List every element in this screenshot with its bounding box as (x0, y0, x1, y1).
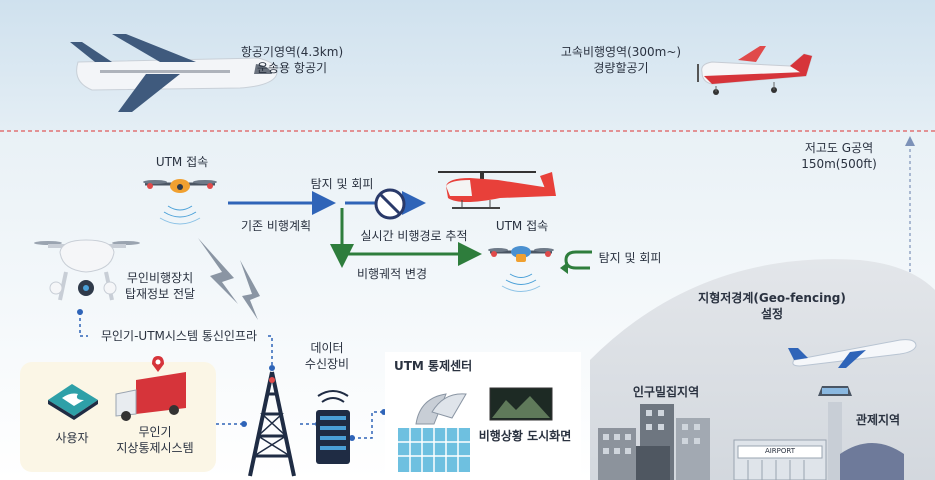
data-receiver-line2: 수신장비 (304, 357, 350, 371)
geofence-label: 지형저경계(Geo-fencing) 설정 (690, 290, 854, 322)
g-zone-line2: 150m(500ft) (801, 157, 877, 171)
drone-info-label: 무인비행장치 탑재정보 전달 (118, 270, 202, 302)
prohibit-icon (374, 188, 406, 220)
urban-buildings-icon (598, 404, 710, 480)
g-zone-line1: 저고도 G공역 (804, 141, 874, 155)
upper-airspace-line2: 운송용 항공기 (256, 61, 328, 75)
comm-infra-label: 무인기-UTM시스템 통신인프라 (100, 329, 258, 343)
gcs-label: 무인기 지상통제시스템 (104, 424, 206, 456)
data-receiver-server-icon (316, 390, 350, 464)
helicopter-icon (438, 171, 556, 209)
control-tower-icon (818, 386, 904, 480)
gcs-line1: 무인기 (138, 425, 172, 439)
comm-link-line (268, 335, 273, 368)
urban-area-label: 인구밀집지역 (632, 385, 700, 399)
gcs-line2: 지상통제시스템 (116, 441, 194, 455)
comm-tower-icon (248, 371, 296, 477)
wireless-bolt-icon (240, 260, 260, 320)
drone-info-line2: 탑재정보 전달 (124, 287, 196, 301)
data-receiver-label: 데이터 수신장비 (298, 340, 356, 372)
camera-drone-icon (34, 239, 140, 301)
comm-link-line (352, 411, 384, 439)
g-zone-label: 저고도 G공역 150m(500ft) (788, 140, 890, 172)
drone-icon (488, 246, 554, 292)
departing-airliner-icon (788, 339, 917, 368)
trajectory-change-label: 비행궤적 변경 (356, 267, 428, 281)
upper-airspace-label: 항공기영역(4.3km) 운송용 항공기 (228, 44, 356, 76)
data-receiver-line1: 데이터 (310, 341, 344, 355)
utm-access-label-right: UTM 접속 (495, 219, 549, 233)
airliner-icon (70, 34, 278, 112)
u-turn-arrow-icon (560, 250, 592, 274)
upper-airspace-line1: 항공기영역(4.3km) (240, 45, 344, 59)
utm-access-label-left: UTM 접속 (155, 155, 209, 169)
airport-sign: AIRPORT (764, 447, 796, 455)
high-speed-zone-line1: 고속비행영역(300m~) (560, 45, 682, 59)
light-aircraft-icon (697, 46, 813, 95)
high-speed-zone-line2: 경량할공기 (593, 61, 649, 75)
detect-avoid-label-top: 탐지 및 회피 (310, 177, 374, 191)
wireless-bolt-icon (198, 238, 238, 304)
geofence-line1: 지형저경계(Geo-fencing) (698, 291, 846, 305)
high-speed-zone-label: 고속비행영역(300m~) 경량할공기 (548, 44, 694, 76)
airport-terminal-icon (733, 439, 827, 480)
detect-avoid-label-right: 탐지 및 회피 (598, 251, 662, 265)
geofence-line2: 설정 (760, 307, 784, 321)
drone-icon (143, 179, 217, 225)
existing-plan-label: 기존 비행계획 (240, 219, 312, 233)
control-zone-label: 관제지역 (855, 413, 901, 427)
situation-screen-label: 비행상황 도시화면 (478, 429, 572, 443)
comm-link-line (79, 312, 88, 337)
drone-info-line1: 무인비행장치 (126, 271, 194, 285)
user-label: 사용자 (55, 431, 89, 445)
utm-center-title: UTM 통제센터 (394, 359, 473, 373)
realtime-track-label: 실시간 비행경로 추적 (360, 229, 468, 243)
